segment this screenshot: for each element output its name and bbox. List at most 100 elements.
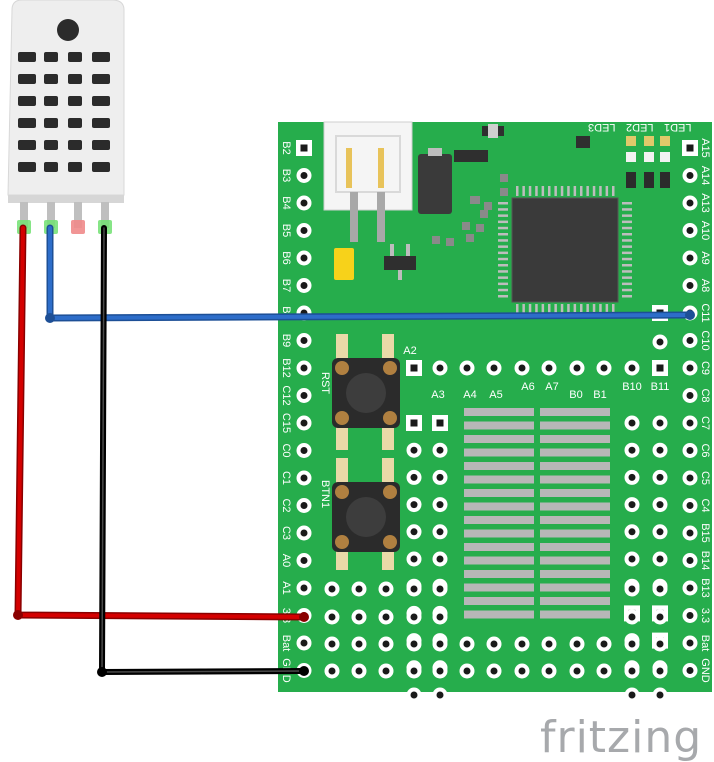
pad-hole — [656, 528, 664, 536]
pad-hole — [686, 364, 694, 372]
proto-strip — [540, 489, 610, 497]
pad-hole — [490, 667, 498, 675]
chip-pin — [605, 186, 609, 196]
pad-hole — [300, 419, 308, 427]
pad-hole — [300, 502, 308, 509]
pad-hole — [686, 419, 694, 427]
reset-button[interactable] — [332, 334, 400, 450]
pad-hole — [410, 446, 418, 454]
header-pin-label: B11 — [651, 381, 670, 393]
chip-pin — [498, 202, 508, 205]
user-button[interactable] — [332, 458, 400, 570]
pad-hole — [628, 501, 636, 509]
pad-hole — [436, 613, 444, 621]
pad-hole — [410, 528, 418, 536]
pad-hole — [656, 585, 664, 593]
chip-pin — [567, 186, 570, 196]
left-pin-label: B2 — [280, 141, 292, 154]
right-pin-label: B14 — [699, 551, 711, 571]
grille-slot — [68, 118, 82, 128]
pad-hole — [686, 612, 694, 619]
status-leds — [576, 136, 670, 188]
pad-hole — [328, 585, 336, 593]
pad-hole — [573, 364, 581, 372]
proto-strip — [464, 408, 534, 416]
pad-hole — [518, 640, 526, 648]
left-pin-labels: B2B3B4B5B6B7B8B9B12C12C15C0C1C2C3A0A13.3… — [280, 141, 292, 683]
proto-strip — [540, 570, 610, 578]
pad-hole — [628, 667, 636, 675]
pad-hole — [328, 613, 336, 621]
proto-strip — [540, 502, 610, 511]
pad-hole — [410, 473, 418, 481]
pad-hole — [545, 364, 553, 372]
chip-pin — [498, 245, 508, 248]
chip-pin — [535, 186, 538, 196]
proto-strip — [540, 529, 610, 538]
grille-slot — [44, 140, 58, 150]
pad-hole — [300, 337, 308, 344]
chip-pin — [612, 304, 615, 314]
pad-hole — [545, 640, 553, 648]
grille-slot — [44, 52, 58, 62]
chip-pin — [498, 226, 508, 230]
pad-hole — [300, 254, 308, 262]
pad-hole — [656, 338, 664, 346]
voltage-regulator — [418, 154, 452, 214]
pad-hole — [463, 364, 471, 372]
header-pin-label: B10 — [622, 381, 642, 393]
pad-hole — [300, 282, 308, 289]
proto-strip — [540, 408, 610, 416]
header-pin-label: A2 — [403, 345, 416, 357]
pad-hole — [656, 446, 664, 454]
proto-strip — [464, 489, 534, 497]
pad-hole — [300, 392, 308, 399]
chip-pin — [622, 245, 632, 248]
pad-hole — [656, 640, 664, 648]
grille-slot — [68, 52, 82, 62]
pad-hole — [686, 144, 694, 152]
sensor-mount-hole — [57, 19, 79, 41]
grille-slot — [92, 118, 110, 128]
right-pin-label: C10 — [699, 330, 711, 350]
proto-strip — [464, 475, 534, 484]
pad-hole — [300, 474, 308, 482]
pad-hole — [463, 667, 471, 675]
pad-hole — [410, 667, 418, 675]
jst-connector — [323, 121, 413, 242]
pad-hole — [573, 667, 581, 675]
through-holes — [296, 140, 698, 703]
left-pin-label: Bat — [280, 635, 292, 652]
grille-slot — [44, 118, 58, 128]
chip-pin — [586, 186, 589, 196]
chip-pin — [554, 186, 557, 196]
pad-hole — [410, 364, 418, 372]
pad-hole — [436, 691, 444, 699]
proto-strip — [540, 610, 610, 619]
proto-strip — [540, 597, 610, 605]
pad-hole — [628, 555, 636, 563]
proto-strip — [464, 610, 534, 619]
right-pin-label: C6 — [699, 443, 711, 457]
pad-hole — [300, 447, 308, 454]
chip-pin — [622, 264, 632, 267]
pad-hole — [628, 691, 636, 699]
pad-hole — [382, 667, 390, 675]
pad-hole — [436, 555, 444, 563]
chip-pin — [592, 186, 596, 196]
pad-hole — [628, 473, 636, 481]
right-pin-label: C5 — [699, 471, 711, 485]
left-pin-label: B12 — [280, 358, 292, 378]
pad-hole — [382, 613, 390, 621]
led-label: LED3 — [588, 121, 616, 133]
pad-hole — [656, 691, 664, 699]
chip-pin — [498, 251, 508, 255]
chip-pin — [516, 304, 519, 314]
grille-slot — [18, 162, 36, 172]
chip-pin — [498, 295, 508, 298]
chip-pin — [573, 186, 577, 196]
grille-slot — [68, 96, 82, 106]
chip-pin — [535, 304, 538, 314]
pad-hole — [656, 419, 664, 427]
